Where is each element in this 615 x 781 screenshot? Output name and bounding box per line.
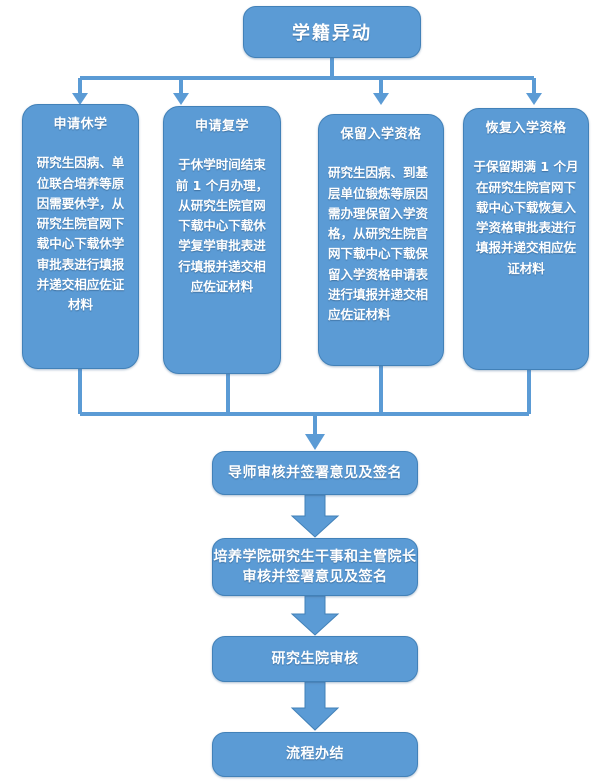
node-apply-leave-body: 研究生因病、单位联合培养等原因需要休学，从研究生院官网下载中心下载休学审批表进行… [36, 155, 125, 312]
node-root-label: 学籍异动 [292, 23, 372, 44]
node-root[interactable]: 学籍异动 [243, 6, 421, 58]
node-process-complete-label: 流程办结 [286, 746, 344, 763]
node-apply-resume[interactable]: 申请复学 于休学时间结束前 1 个月办理，从研究生院官网下载中心下载休学复学审批… [163, 106, 281, 374]
block-arrow-advisor-college [290, 494, 340, 538]
node-restore-admission-body: 于保留期满 1 个月在研究生院官网下载中心下载恢复入学资格审批表进行填报并递交相… [473, 159, 579, 276]
node-advisor-review-label: 导师审核并签署意见及签名 [228, 464, 402, 481]
node-process-complete[interactable]: 流程办结 [212, 732, 418, 777]
edge-branches-to-advisor [78, 366, 531, 436]
node-college-review-label: 培养学院研究生干事和主管院长审核并签署意见及签名 [213, 548, 417, 585]
node-restore-admission[interactable]: 恢复入学资格 于保留期满 1 个月在研究生院官网下载中心下载恢复入学资格审批表进… [463, 108, 589, 370]
arrowhead-to-advisor [305, 434, 325, 450]
node-apply-resume-title: 申请复学 [194, 119, 249, 134]
block-arrow-gradschool-done [290, 681, 340, 731]
node-graduate-school-review-label: 研究生院审核 [271, 650, 359, 667]
node-graduate-school-review[interactable]: 研究生院审核 [212, 636, 418, 682]
node-apply-leave-title: 申请休学 [53, 117, 108, 132]
node-reserve-admission-title: 保留入学资格 [340, 127, 422, 142]
arrowheads-to-branches [72, 93, 542, 105]
node-restore-admission-title: 恢复入学资格 [485, 121, 567, 136]
node-advisor-review[interactable]: 导师审核并签署意见及签名 [212, 451, 418, 495]
node-college-review[interactable]: 培养学院研究生干事和主管院长审核并签署意见及签名 [212, 538, 418, 596]
node-reserve-admission[interactable]: 保留入学资格 研究生因病、到基层单位锻炼等原因需办理保留入学资格，从研究生院官网… [318, 114, 444, 366]
node-apply-leave[interactable]: 申请休学 研究生因病、单位联合培养等原因需要休学，从研究生院官网下载中心下载休学… [22, 104, 139, 369]
node-reserve-admission-body: 研究生因病、到基层单位锻炼等原因需办理保留入学资格，从研究生院官网下载中心下载保… [328, 165, 429, 322]
edge-root-to-branches [78, 58, 536, 94]
block-arrow-college-gradschool [290, 595, 340, 636]
node-apply-resume-body: 于休学时间结束前 1 个月办理，从研究生院官网下载中心下载休学复学审批表进行填报… [175, 157, 269, 294]
